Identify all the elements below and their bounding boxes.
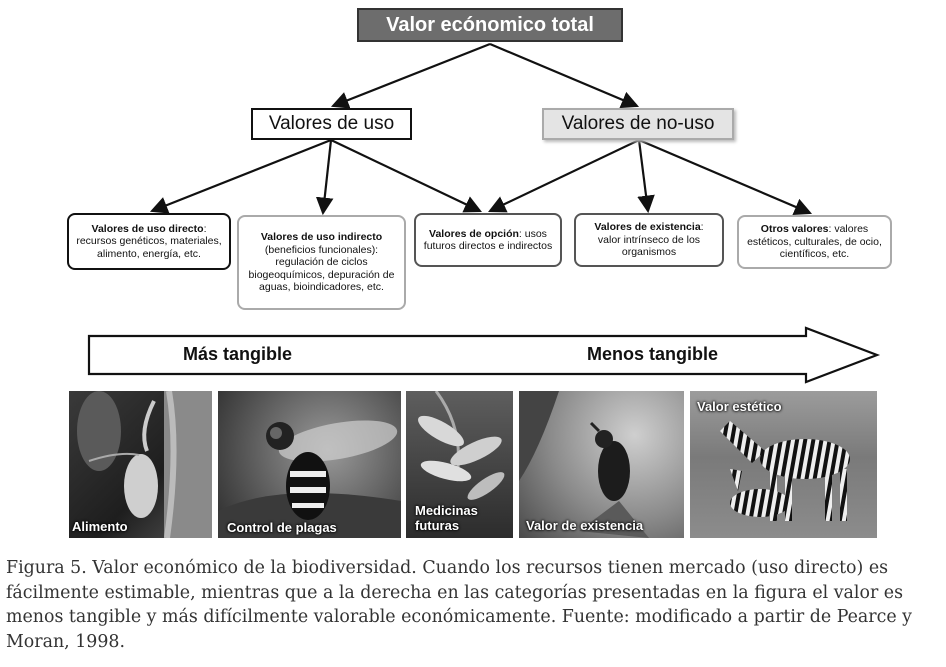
arrow-nouso-opcion [488, 139, 640, 213]
arrow-uso-indirecto [315, 139, 334, 216]
non-use-values-box: Valores de no-uso [542, 108, 734, 140]
indirect-use-body: (beneficios funcionales): regulación de … [248, 243, 395, 294]
flower-photo: Medicinas futuras [406, 391, 513, 538]
hoverfly-photo: Control de plagas [218, 391, 401, 538]
fruit-photo: Alimento [69, 391, 212, 538]
more-tangible-label: Más tangible [183, 344, 293, 364]
option-values-body: : usos futuros directos e indirectos [423, 227, 553, 253]
other-values-body: : valores estéticos, culturales, de ocio… [747, 223, 882, 261]
indirect-use-head: Valores de uso indirecto [260, 231, 383, 244]
photo-label-future-medicine: Medicinas futuras [415, 503, 478, 533]
figure-caption: Figura 5. Valor económico de la biodiver… [6, 558, 913, 652]
existence-values-body: : valor intrínseco de los organismos [597, 221, 704, 259]
photo-label-pest-control: Control de plagas [227, 520, 337, 535]
use-values-box: Valores de uso [251, 108, 412, 140]
arrow-uso-directo [149, 138, 332, 214]
photo-label-existence: Valor de existencia [526, 518, 644, 533]
other-values-head: Otros valores [760, 223, 829, 236]
other-values-box: Otros valores: valores estéticos, cultur… [737, 215, 892, 269]
option-values-head: Valores de opción [429, 227, 519, 240]
indirect-use-box: Valores de uso indirecto (beneficios fun… [237, 215, 406, 310]
arrow-total-uso [330, 42, 491, 109]
arrow-uso-opcion [330, 139, 482, 213]
total-value-title: Valor ecónomico total [386, 13, 594, 36]
non-use-values-label: Valores de no-uso [561, 113, 715, 134]
less-tangible-label: Menos tangible [587, 344, 719, 364]
direct-use-box: Valores de uso directo: recursos genétic… [67, 213, 231, 270]
direct-use-head: Valores de uso directo [91, 222, 204, 235]
arrow-nouso-otros [638, 138, 813, 216]
arrow-total-nouso [489, 42, 640, 109]
use-values-label: Valores de uso [268, 113, 395, 134]
zebra-photo: Valor estético [690, 391, 877, 538]
tangibility-arrow [87, 326, 881, 384]
existence-values-head: Valores de existencia [594, 221, 701, 234]
direct-use-body: : recursos genéticos, materiales, alimen… [76, 222, 222, 260]
photo-label-aesthetic: Valor estético [697, 399, 782, 414]
total-value-box: Valor ecónomico total [357, 8, 623, 42]
option-values-box: Valores de opción: usos futuros directos… [414, 213, 562, 267]
photo-label-food: Alimento [72, 519, 128, 534]
eagle-photo: Valor de existencia [519, 391, 684, 538]
existence-values-box: Valores de existencia: valor intrínseco … [574, 213, 724, 267]
arrow-nouso-existencia [637, 139, 655, 214]
